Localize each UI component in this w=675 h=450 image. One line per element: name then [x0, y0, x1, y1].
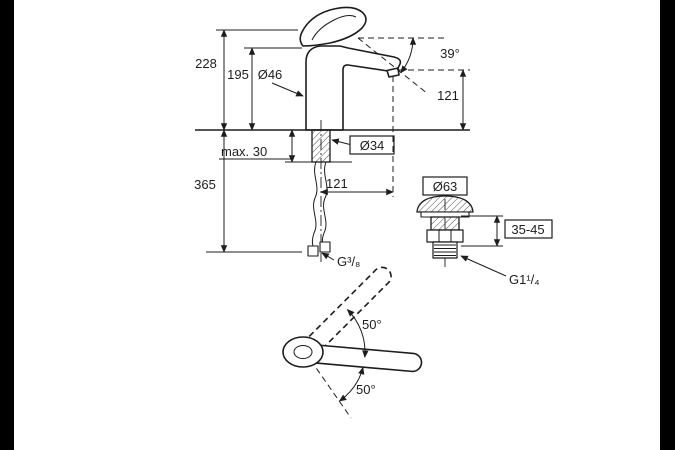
handle-top-view: 50° 50° — [282, 266, 423, 419]
waste-diameter-label: Ø63 — [433, 179, 458, 194]
angle-tilt-line — [357, 37, 429, 95]
faucet-side-view — [299, 6, 402, 131]
waste-thread-label: G1¹/₄ — [509, 272, 540, 287]
dim-body-height: 195 — [227, 47, 302, 131]
dim-clamp-range: 35-45 — [461, 215, 553, 247]
dim-spout-projection: 121 — [320, 76, 394, 197]
letterbox-right — [660, 0, 675, 450]
label-box — [504, 219, 553, 239]
label-box — [349, 135, 395, 155]
dim-outlet-height: 121 — [398, 69, 470, 131]
label-box — [422, 176, 468, 196]
label-waste-diameter: Ø63 — [422, 176, 468, 196]
deck-max-label: max. 30 — [221, 144, 267, 159]
dim-hose-length: 365 — [194, 129, 302, 253]
swivel-down-label: 50° — [356, 382, 376, 397]
spout-projection-label: 121 — [326, 176, 348, 191]
dim-deck-thickness: max. 30 — [219, 129, 296, 163]
hose-right — [321, 161, 328, 244]
hose-fitting-left — [307, 245, 319, 257]
drain-cap — [416, 195, 474, 213]
hose-length-label: 365 — [194, 177, 216, 192]
outlet-height-label: 121 — [437, 88, 459, 103]
leader — [331, 138, 353, 146]
drain-threads — [434, 244, 456, 256]
angle-arc — [400, 37, 417, 74]
drain-body — [430, 216, 460, 231]
supply-hoses — [307, 161, 331, 257]
label-shank-diameter: Ø34 — [331, 135, 395, 155]
label-body-diameter: Ø46 — [258, 67, 304, 97]
lever-angle-label: 39° — [440, 46, 460, 61]
drain-nut — [426, 229, 464, 243]
faucet-lever-slot — [311, 15, 357, 41]
drain-side-view — [416, 195, 474, 268]
swivel-up-label: 50° — [362, 317, 382, 332]
shank-diameter-label: Ø34 — [360, 138, 385, 153]
clamp-range-label: 35-45 — [511, 222, 544, 237]
handle-cap — [282, 336, 324, 368]
overall-height-label: 228 — [195, 56, 217, 71]
leader — [321, 252, 335, 261]
hose-left — [311, 161, 318, 247]
dim-overall-height: 228 — [195, 29, 298, 131]
hose-fitting-right — [319, 241, 331, 253]
faucet-aerator — [386, 67, 400, 78]
label-waste-thread: G1¹/₄ — [460, 255, 540, 287]
leader — [460, 255, 507, 277]
faucet-lever — [299, 6, 367, 47]
drain-thread-tail — [432, 241, 458, 259]
body-height-label: 195 — [227, 67, 249, 82]
swivel-arc-down — [338, 366, 365, 402]
swivel-arc-up — [346, 309, 369, 358]
deck — [195, 120, 470, 262]
hose-thread-label: G³/₈ — [337, 254, 360, 269]
body-diameter-label: Ø46 — [258, 67, 283, 82]
faucet-body — [305, 45, 402, 131]
leader — [271, 82, 304, 97]
letterbox-left — [0, 0, 14, 450]
handle-cap-inner — [293, 345, 313, 359]
label-hose-thread: G³/₈ — [321, 252, 360, 269]
